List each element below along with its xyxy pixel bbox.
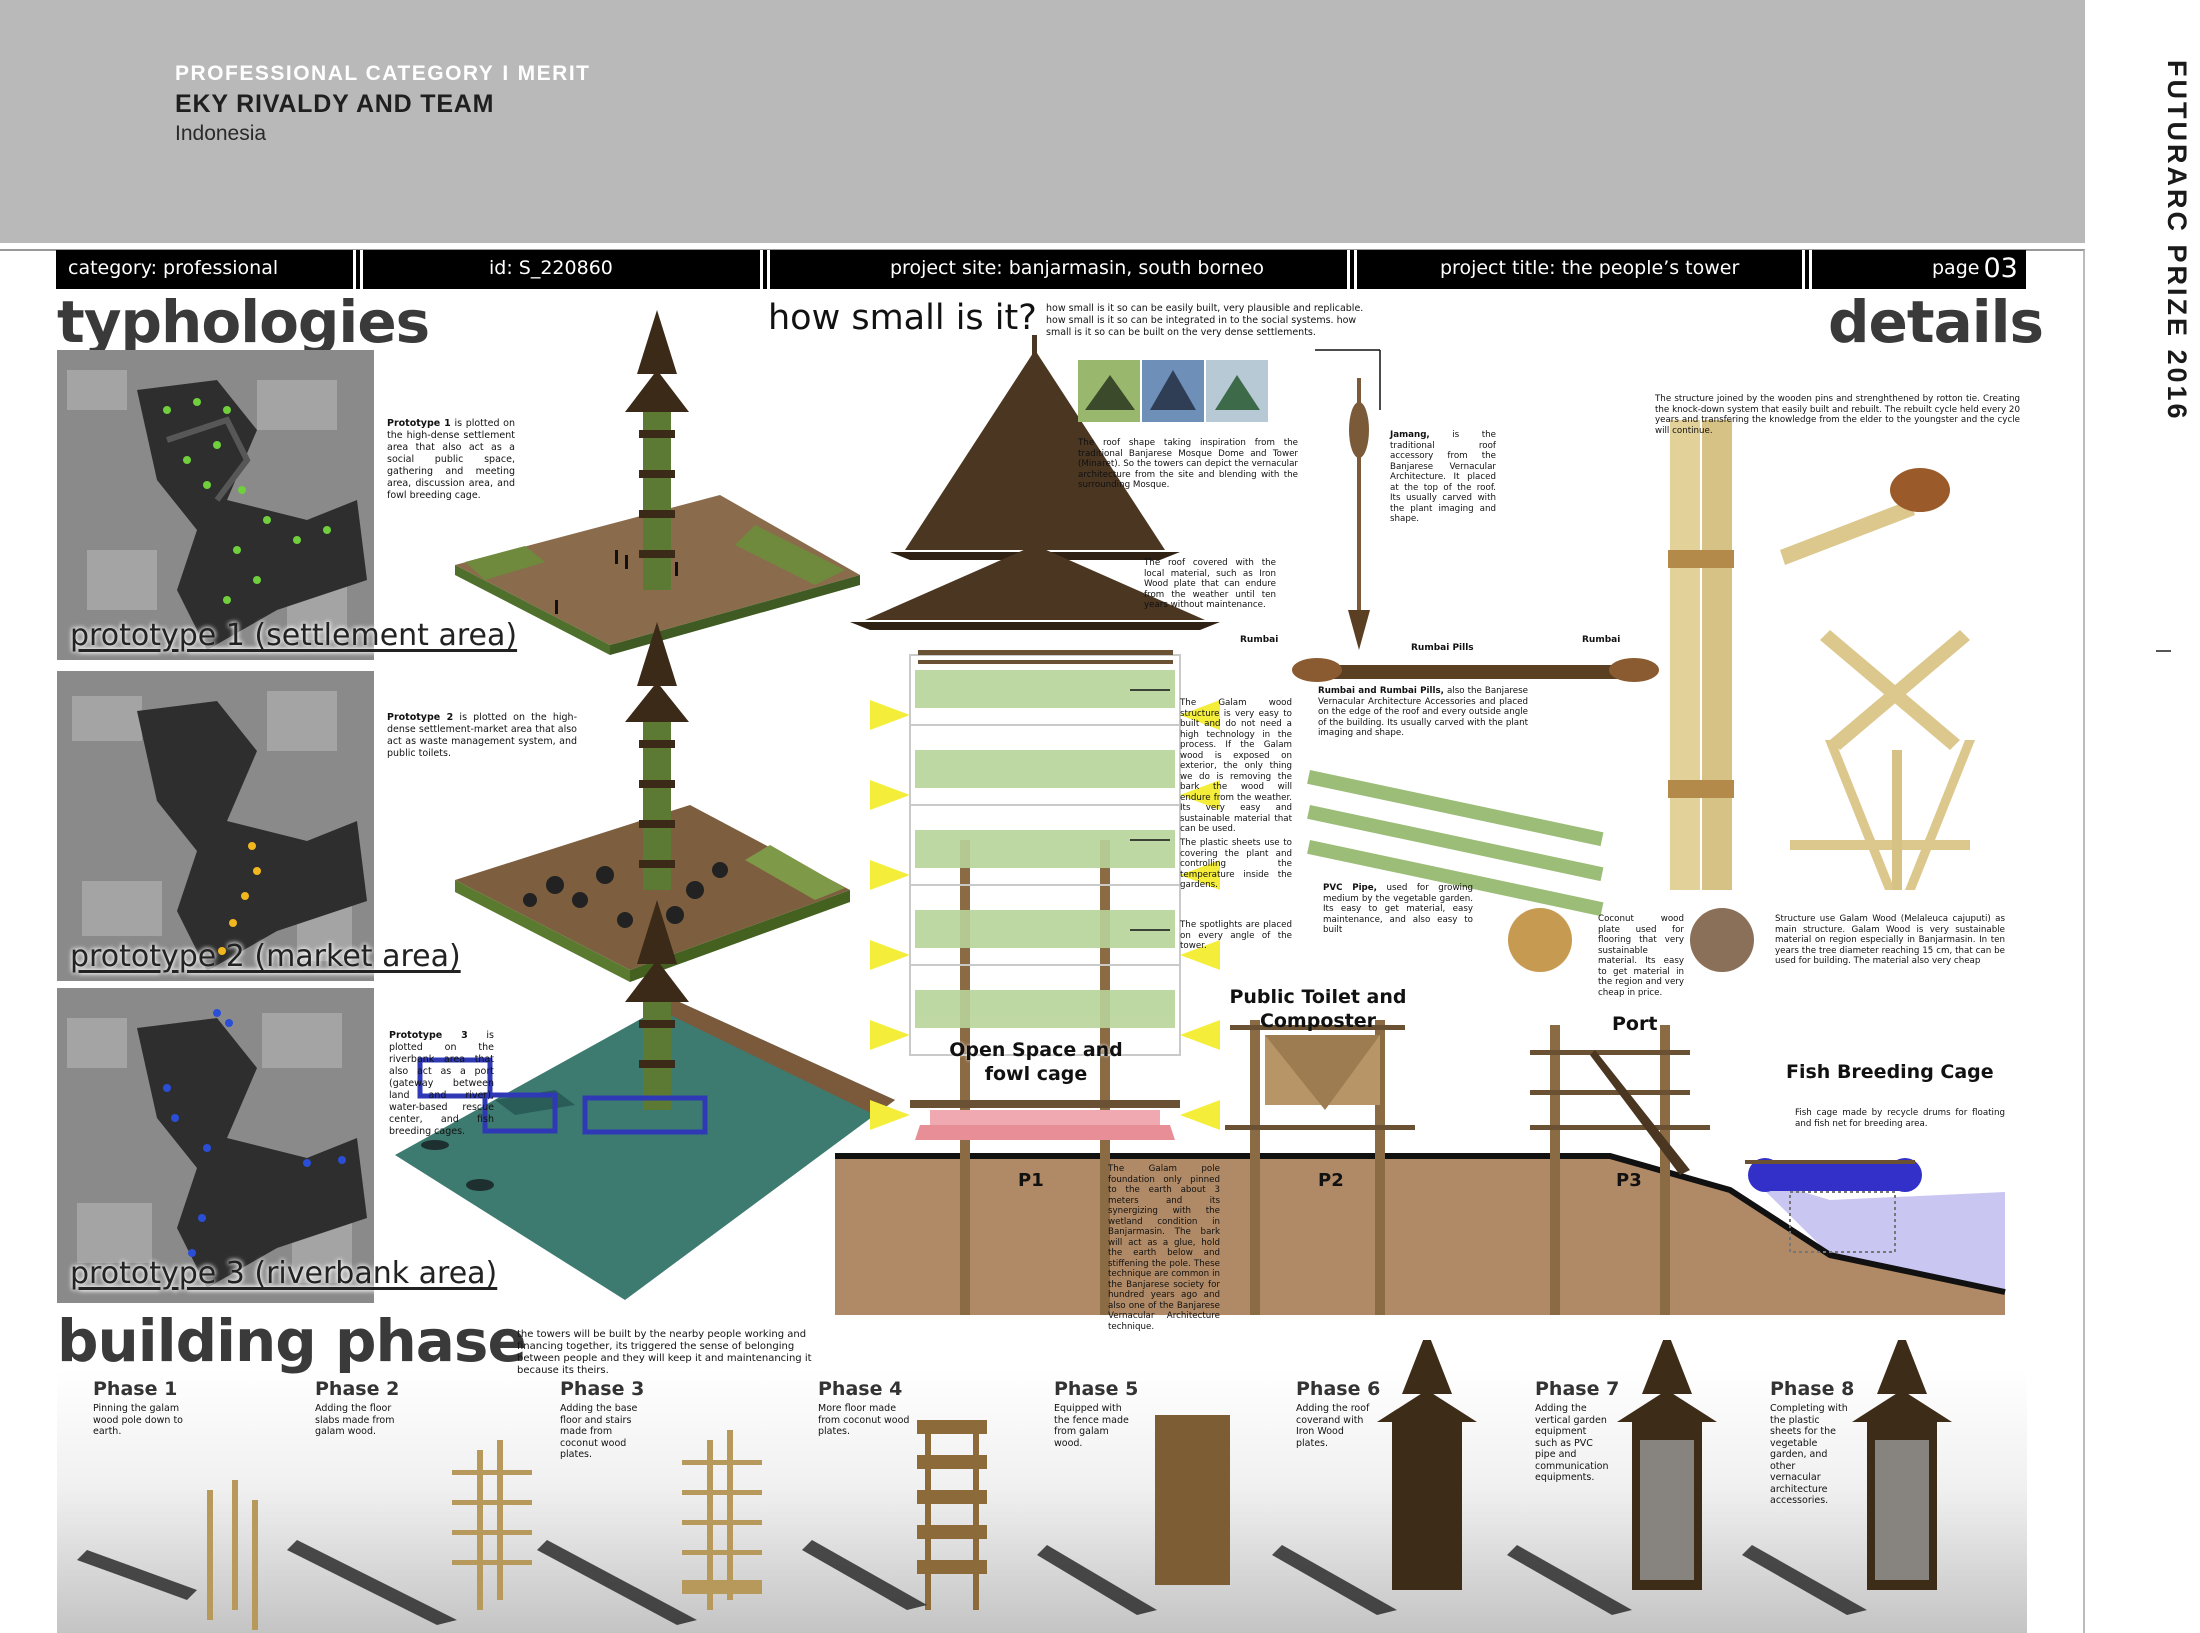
jamang-name: Jamang,	[1390, 430, 1430, 440]
prototype-2-label: prototype 2 (market area)	[70, 939, 461, 974]
prototype-site-renders	[395, 310, 895, 1300]
award-label: MERIT	[517, 62, 591, 85]
rumbai-left-label: Rumbai	[1240, 635, 1279, 645]
bar-divider	[1802, 250, 1812, 289]
jamang-note: Jamang, is the traditional roof accessor…	[1390, 430, 1496, 525]
plastic-sheets-note: The plastic sheets use to covering the p…	[1180, 838, 1292, 890]
pvc-note: PVC Pipe, used for growing medium by the…	[1323, 883, 1473, 936]
rumbai-name: Rumbai and Rumbai Pills,	[1318, 686, 1444, 696]
building-phase-heading: building phase	[57, 1307, 527, 1375]
pvc-name: PVC Pipe,	[1323, 883, 1377, 893]
prototype-3-name: Prototype 3	[389, 1030, 468, 1041]
prototype-1-name: Prototype 1	[387, 418, 451, 429]
tower-section-drawing	[835, 335, 2006, 1315]
rumbai-note: Rumbai and Rumbai Pills, also the Banjar…	[1318, 686, 1528, 739]
joint-note: The structure joined by the wooden pins …	[1655, 394, 2020, 436]
phase-6-desc: Adding the roof coverand with Iron Wood …	[1296, 1403, 1370, 1449]
phase-6-title: Phase 6	[1296, 1378, 1381, 1400]
p2-label: P2	[1318, 1170, 1344, 1191]
award-line: PROFESSIONAL CATEGORY I MERIT	[175, 62, 590, 86]
fish-cage-note: Fish cage made by recycle drums for floa…	[1795, 1108, 2005, 1129]
phase-3-desc: Adding the base floor and stairs made fr…	[560, 1403, 638, 1460]
prototype-2-map	[57, 671, 374, 981]
info-id: id: S_220860	[489, 257, 613, 279]
phase-3-title: Phase 3	[560, 1378, 645, 1400]
bar-divider	[760, 250, 770, 289]
prototype-2-text: is plotted on the high-dense settlement-…	[387, 712, 578, 759]
prototype-3-map	[57, 988, 374, 1303]
phase-7-desc: Adding the vertical garden equipment suc…	[1535, 1403, 1609, 1483]
phase-8-desc: Completing with the plastic sheets for t…	[1770, 1403, 1848, 1506]
phase-7-title: Phase 7	[1535, 1378, 1620, 1400]
prototype-1-desc: Prototype 1 is plotted on the high-dense…	[387, 418, 515, 502]
prototype-1-map	[57, 350, 374, 660]
how-small-heading: how small is it?	[768, 298, 1037, 338]
toilet-label: Public Toilet and Composter	[1229, 986, 1407, 1032]
page-number: 03	[1983, 253, 2018, 284]
bar-divider	[1347, 250, 1357, 289]
jamang-text: is the traditional roof accessory from t…	[1390, 430, 1496, 524]
phase-5-desc: Equipped with the fence made from galam …	[1054, 1403, 1129, 1449]
phase-1-title: Phase 1	[93, 1378, 178, 1400]
phase-5-title: Phase 5	[1054, 1378, 1139, 1400]
prototype-3-text: is plotted on the riverbank area that al…	[389, 1030, 494, 1137]
award-separator: I	[502, 62, 510, 85]
category-label: PROFESSIONAL CATEGORY	[175, 62, 495, 85]
prototype-1-text: is plotted on the high-dense settlement …	[387, 418, 515, 501]
prototype-3-desc: Prototype 3 is plotted on the riverbank …	[389, 1030, 494, 1138]
info-site: project site: banjarmasin, south borneo	[890, 257, 1264, 279]
sidebar-tick	[2156, 650, 2171, 652]
open-space-label: Open Space and fowl cage	[949, 1039, 1123, 1085]
spotlights-note: The spotlights are placed on every angle…	[1180, 920, 1292, 951]
prototype-2-desc: Prototype 2 is plotted on the high-dense…	[387, 712, 577, 760]
fish-cage-label: Fish Breeding Cage	[1786, 1061, 1994, 1083]
joint-details-drawing	[1668, 420, 1975, 890]
port-label: Port	[1612, 1013, 1658, 1035]
prototype-1-label: prototype 1 (settlement area)	[70, 618, 518, 653]
roof-shape-note: The roof shape taking inspiration from t…	[1078, 438, 1298, 490]
info-category: category: professional	[68, 257, 279, 279]
prototype-3-label: prototype 3 (riverbank area)	[70, 1256, 498, 1291]
rumbai-pills-label: Rumbai Pills	[1411, 643, 1474, 653]
phase-1-desc: Pinning the galam wood pole down to eart…	[93, 1403, 183, 1437]
info-title: project title: the people’s tower	[1440, 257, 1740, 279]
country: Indonesia	[175, 122, 267, 145]
phase-8-title: Phase 8	[1770, 1378, 1855, 1400]
rumbai-text: also the Banjarese Vernacular Architectu…	[1318, 686, 1528, 738]
phase-4-desc: More floor made from coconut wood plates…	[818, 1403, 910, 1437]
team-name: EKY RIVALDY AND TEAM	[175, 90, 495, 118]
rumbai-right-label: Rumbai	[1582, 635, 1621, 645]
phase-2-title: Phase 2	[315, 1378, 400, 1400]
bar-divider	[353, 250, 363, 289]
prototype-2-name: Prototype 2	[387, 712, 454, 723]
building-phase-desc: the towers will be built by the nearby p…	[517, 1329, 812, 1376]
phase-renders	[77, 1340, 1952, 1630]
phase-4-title: Phase 4	[818, 1378, 903, 1400]
page-label: page	[1932, 257, 1980, 279]
p1-label: P1	[1018, 1170, 1044, 1191]
pvc-text: used for growing medium by the vegetable…	[1323, 883, 1473, 935]
how-small-text: how small is it so can be easily built, …	[1046, 303, 1364, 338]
p3-label: P3	[1616, 1170, 1642, 1191]
galam-structure-note: The Galam wood structure is very easy to…	[1180, 698, 1292, 834]
coconut-note: Coconut wood plate used for flooring tha…	[1598, 914, 1684, 998]
details-heading: details	[1828, 288, 2044, 356]
info-bar: category: professional id: S_220860 proj…	[56, 250, 2026, 289]
header-band	[0, 0, 2085, 243]
sidebar-title: FUTURARC PRIZE 2016	[2162, 60, 2192, 422]
galam-material-note: Structure use Galam Wood (Melaleuca caju…	[1775, 914, 2005, 966]
phase-2-desc: Adding the floor slabs made from galam w…	[315, 1403, 395, 1437]
roof-cover-note: The roof covered with the local material…	[1144, 558, 1276, 610]
foundation-note: The Galam pole foundation only pinned to…	[1108, 1164, 1220, 1332]
typologies-heading: typhologies	[57, 288, 430, 356]
